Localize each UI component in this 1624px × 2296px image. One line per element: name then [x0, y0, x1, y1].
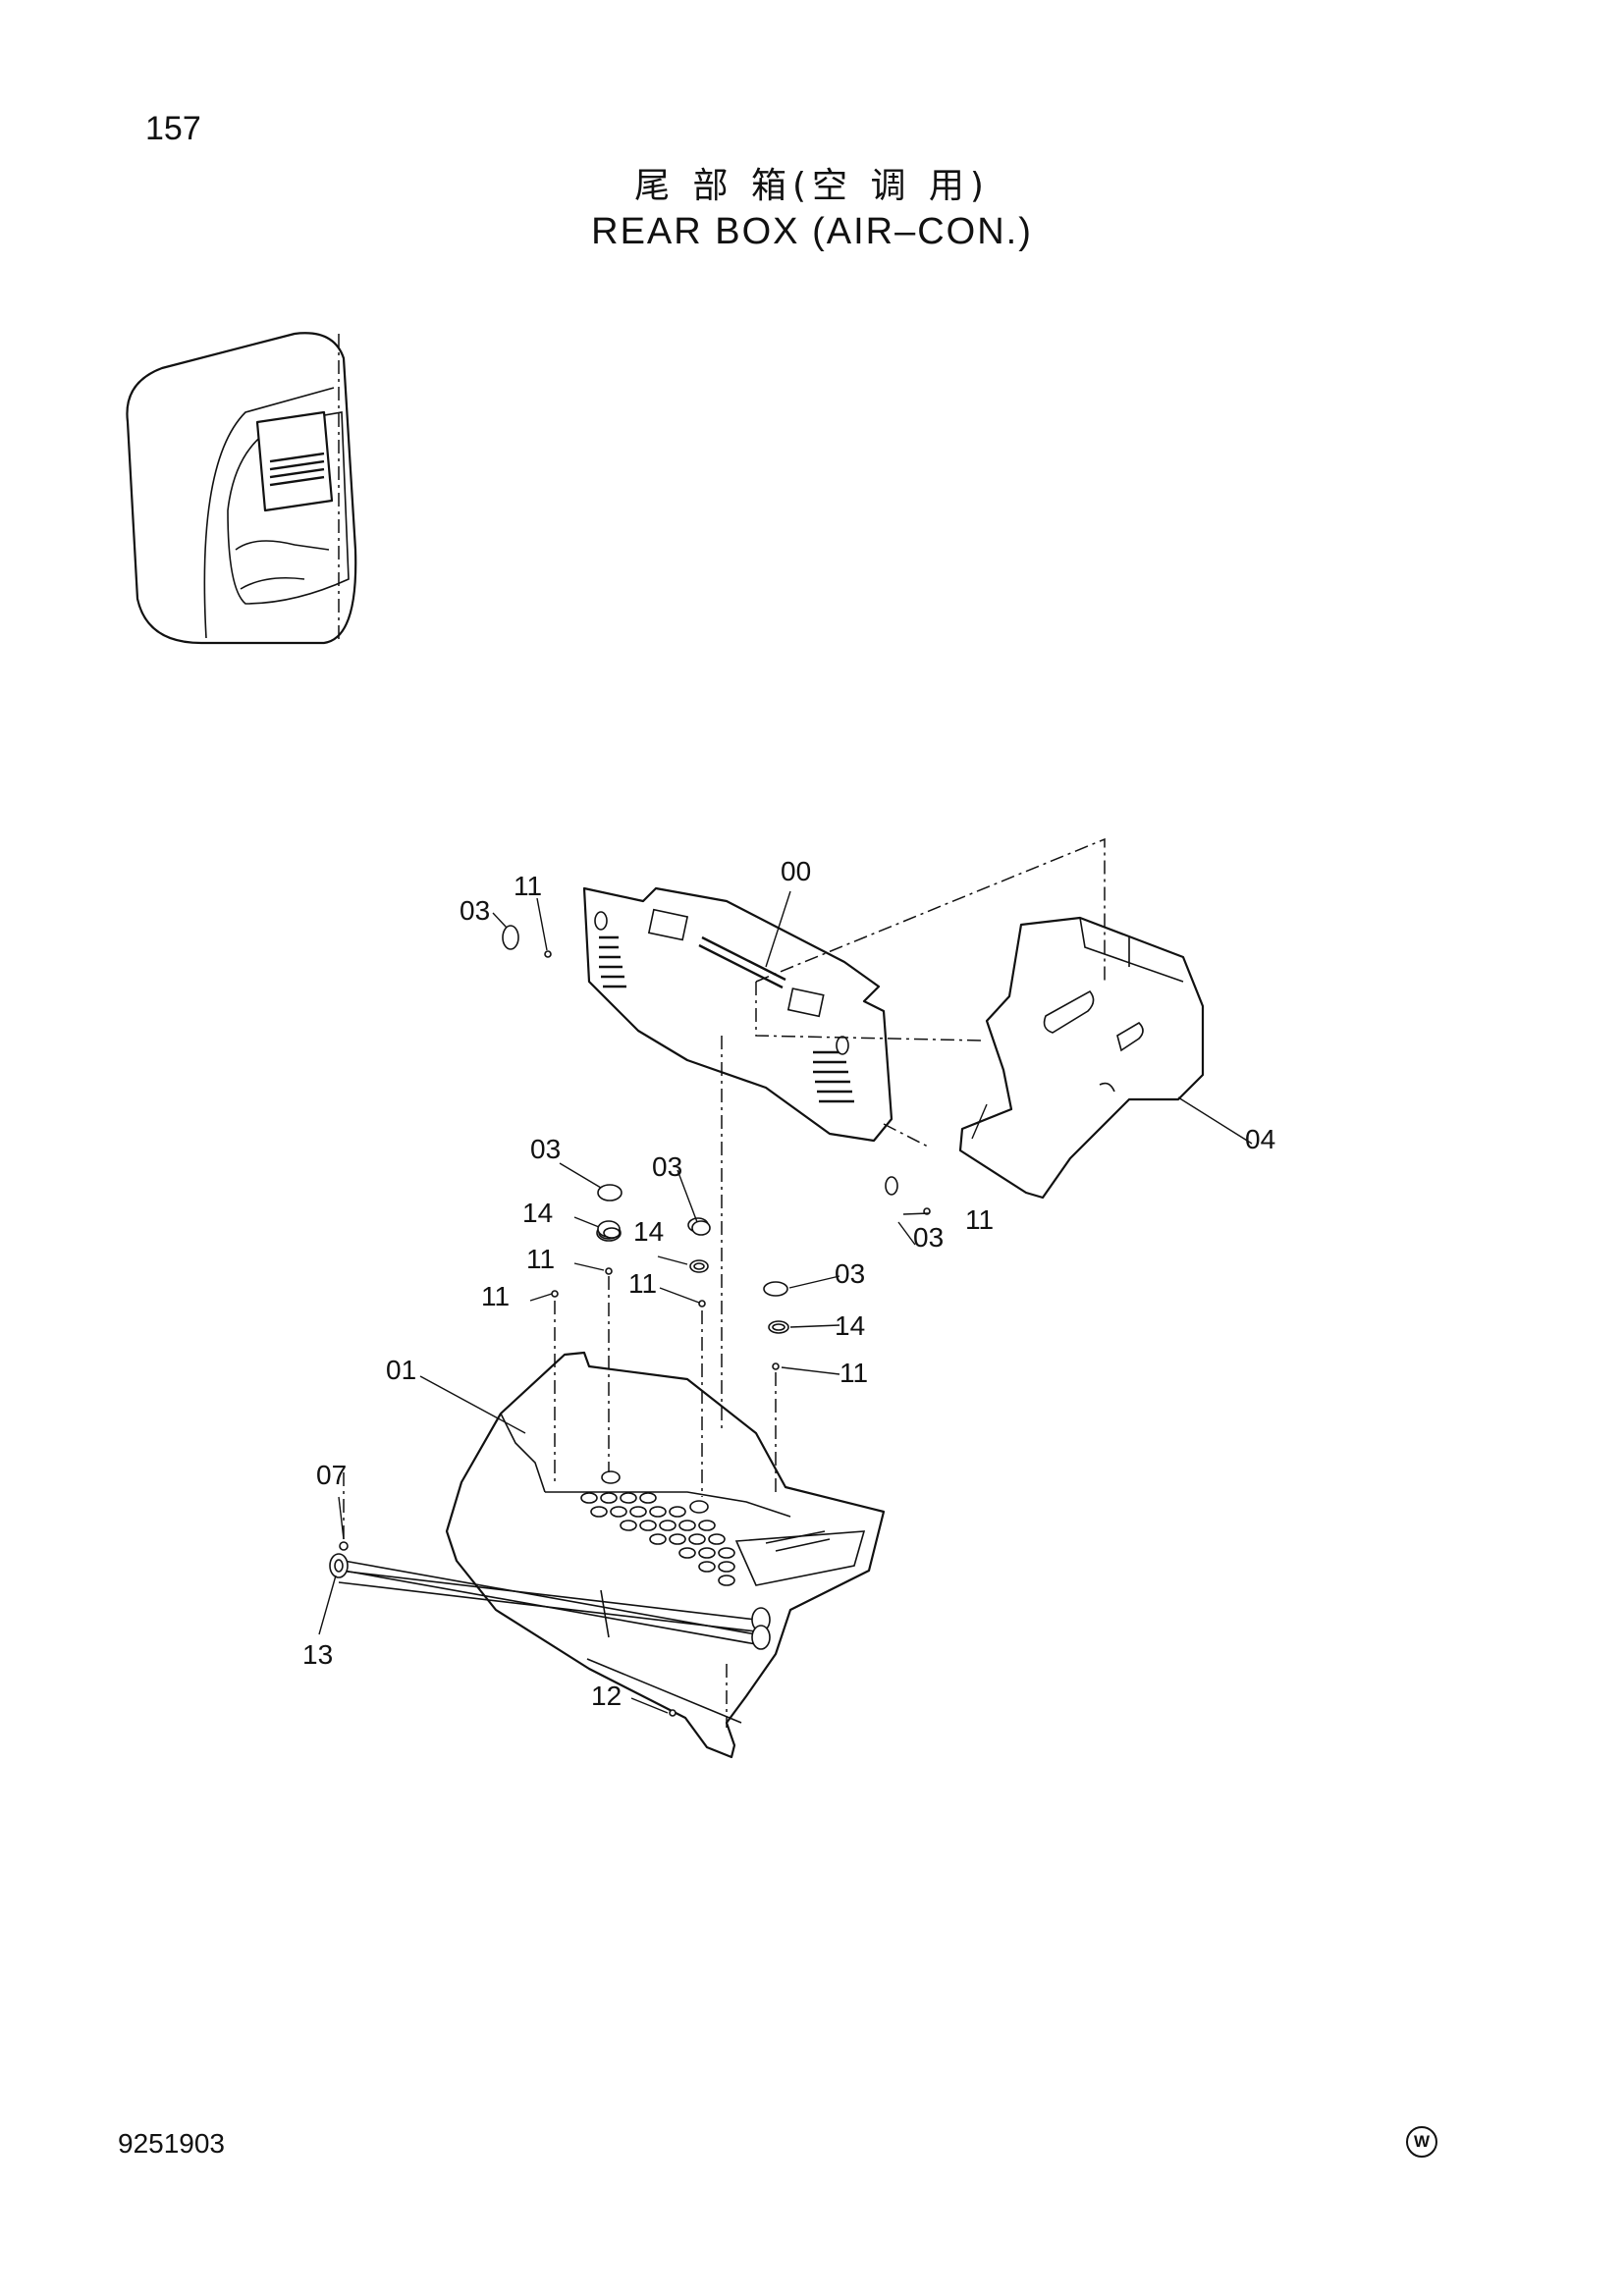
callout-12: 12	[591, 1681, 622, 1711]
callout-07: 07	[316, 1460, 347, 1490]
callout-14: 14	[522, 1198, 553, 1228]
callout-03: 03	[835, 1258, 865, 1289]
page-number: 157	[145, 110, 201, 147]
callout-11: 11	[839, 1358, 868, 1388]
callout-03: 03	[652, 1151, 682, 1182]
part-00-upper-panel	[582, 886, 893, 1143]
callout-00: 00	[781, 856, 811, 886]
rod-assembly	[329, 1541, 771, 1650]
page-title: REAR BOX (AIR–CON.)	[591, 211, 1033, 252]
callout-14: 14	[835, 1310, 865, 1341]
assembly-lines	[343, 837, 1106, 1728]
callout-04: 04	[1245, 1124, 1275, 1154]
callout-13: 13	[302, 1639, 333, 1670]
leader-lines	[318, 890, 1253, 1714]
callout-03: 03	[530, 1134, 561, 1164]
callout-01: 01	[386, 1355, 416, 1385]
callout-11: 11	[526, 1244, 555, 1274]
part-04-side-duct	[958, 916, 1205, 1200]
publisher-mark: W	[1406, 2126, 1437, 2158]
callout-11: 11	[481, 1281, 510, 1311]
part-01-lower-box	[445, 1351, 886, 1759]
locator-thumbnail	[126, 332, 357, 645]
callout-11: 11	[514, 871, 542, 901]
vent-hole-grid	[580, 1470, 735, 1586]
callout-11: 11	[965, 1204, 994, 1235]
hardware-set	[551, 1176, 931, 1717]
callout-03: 03	[913, 1222, 944, 1253]
callout-11: 11	[628, 1268, 657, 1299]
drawing-number: 9251903	[118, 2128, 226, 2159]
page-title-chinese: 尾 部 箱(空 调 用)	[634, 166, 990, 206]
callout-14: 14	[633, 1216, 664, 1247]
callout-03: 03	[460, 895, 490, 926]
callout-labels: 00 03 11 04 03 03 14 14 11 11 11 03 14 1…	[302, 856, 1275, 1711]
